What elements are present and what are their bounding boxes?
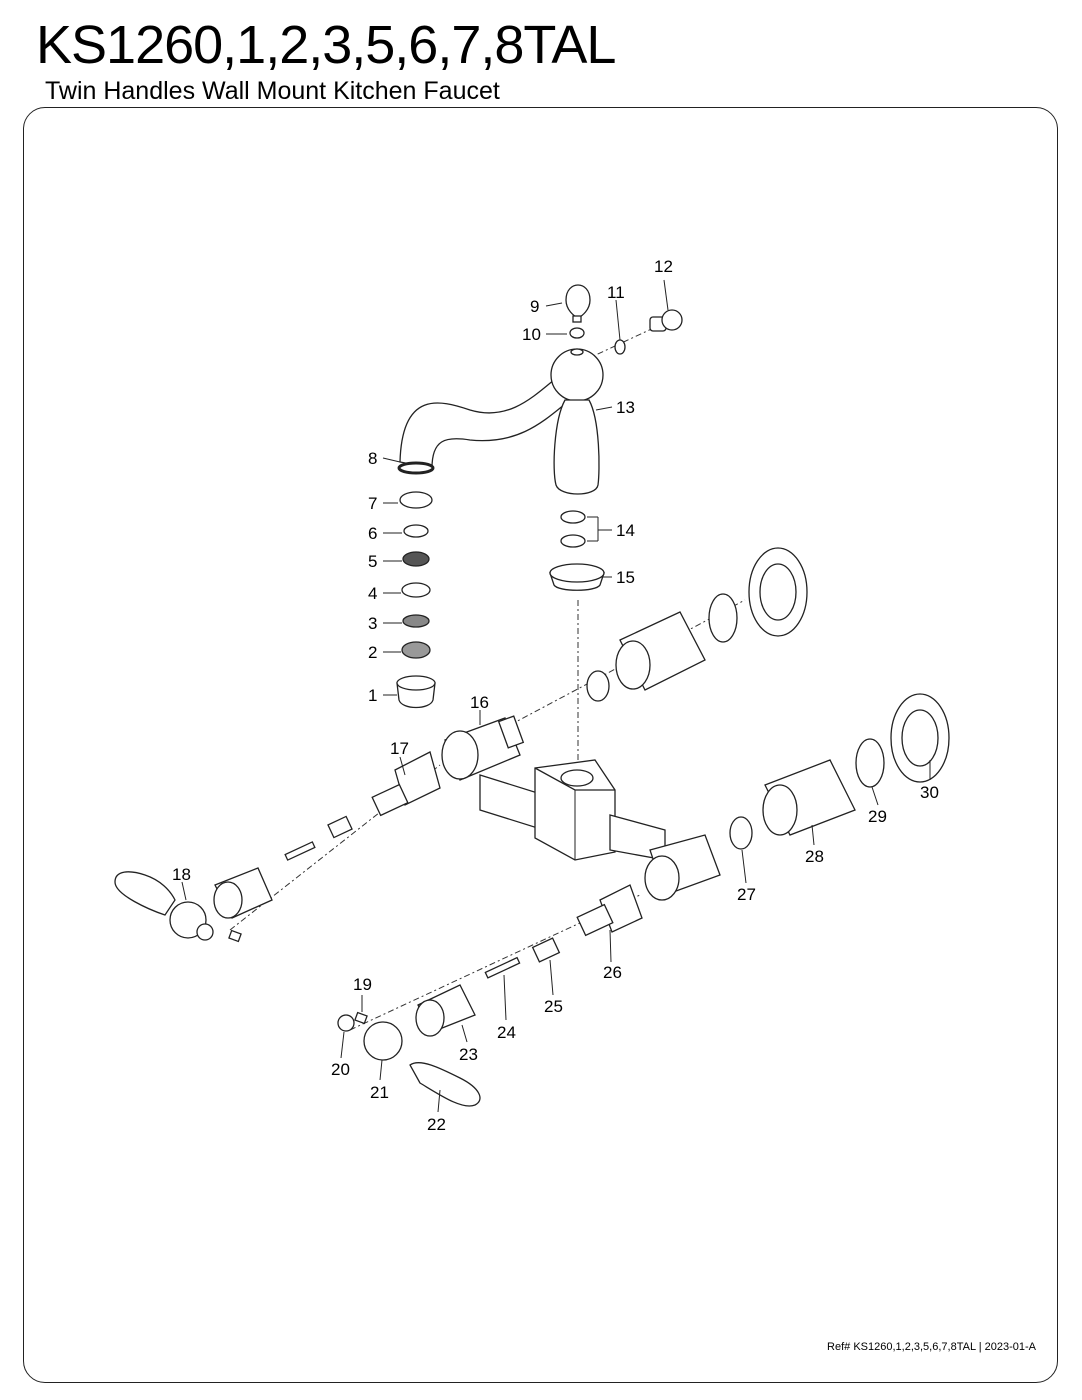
page-subtitle: Twin Handles Wall Mount Kitchen Faucet xyxy=(45,77,500,105)
callout-13: 13 xyxy=(616,398,635,417)
page-title: KS1260,1,2,3,5,6,7,8TAL xyxy=(36,15,616,75)
aerator-screen-5 xyxy=(402,551,430,567)
washer-part-27 xyxy=(729,816,753,850)
callout-2: 2 xyxy=(368,643,377,662)
adapter-part-25 xyxy=(531,937,561,963)
callout-7: 7 xyxy=(368,494,377,513)
callout-16: 16 xyxy=(470,693,489,712)
spout-body-part-13 xyxy=(550,348,604,495)
plug-part-12 xyxy=(649,309,683,332)
callout-26: 26 xyxy=(603,963,622,982)
callout-22: 22 xyxy=(427,1115,446,1134)
reference-number: Ref# KS1260,1,2,3,5,6,7,8TAL | 2023-01-A xyxy=(827,1341,1036,1353)
faucet-body-part-16 xyxy=(441,715,721,901)
callout-21: 21 xyxy=(370,1083,389,1102)
o-ring-part-14b xyxy=(560,534,586,548)
callout-28: 28 xyxy=(805,847,824,866)
callout-19: 19 xyxy=(353,975,372,994)
handle-hub-part-21 xyxy=(363,1021,403,1061)
aerator-disc-6 xyxy=(403,524,429,538)
screw-part-24 xyxy=(484,956,521,979)
right-cartridge-part-26 xyxy=(576,884,643,937)
o-ring-part-10 xyxy=(569,327,585,339)
upper-connector xyxy=(586,547,808,702)
callout-3: 3 xyxy=(368,614,377,633)
callout-27: 27 xyxy=(737,885,756,904)
callout-9: 9 xyxy=(530,297,539,316)
aerator-insert-2 xyxy=(401,641,431,659)
callout-1: 1 xyxy=(368,686,377,705)
callout-labels: 1 2 3 4 5 6 7 8 9 10 11 12 13 14 15 16 1… xyxy=(172,257,939,1134)
callout-14: 14 xyxy=(616,521,635,540)
callout-8: 8 xyxy=(368,449,377,468)
cap-part-9 xyxy=(565,284,591,323)
flange-part-15 xyxy=(549,563,605,591)
set-screw-part-19 xyxy=(354,1011,368,1025)
aerator-ring-7 xyxy=(399,491,433,509)
left-cartridge-part-17 xyxy=(284,751,441,861)
spout-part-8 xyxy=(397,373,571,475)
callout-29: 29 xyxy=(868,807,887,826)
lower-connector xyxy=(729,693,950,850)
callout-4: 4 xyxy=(368,584,377,603)
lever-part-22 xyxy=(409,1062,481,1107)
callout-18: 18 xyxy=(172,865,191,884)
aerator-mesh-3 xyxy=(402,614,430,628)
button-part-20 xyxy=(337,1014,355,1032)
aerator-stack xyxy=(396,491,436,709)
callout-5: 5 xyxy=(368,552,377,571)
callout-17: 17 xyxy=(390,739,409,758)
callout-24: 24 xyxy=(497,1023,516,1042)
washer-part-11 xyxy=(614,339,626,355)
callout-10: 10 xyxy=(522,325,541,344)
diagram-frame xyxy=(23,107,1058,1383)
callout-23: 23 xyxy=(459,1045,478,1064)
callout-25: 25 xyxy=(544,997,563,1016)
o-ring-part-14a xyxy=(560,510,586,524)
callout-6: 6 xyxy=(368,524,377,543)
aerator-ring-4 xyxy=(401,582,431,598)
o-ring-part-29 xyxy=(855,738,885,788)
cap-part-23 xyxy=(415,984,476,1037)
callout-11: 11 xyxy=(607,283,625,302)
left-handle-part-18 xyxy=(114,867,273,943)
callout-30: 30 xyxy=(920,783,939,802)
callout-15: 15 xyxy=(616,568,635,587)
leader-lines xyxy=(181,279,931,1113)
callout-20: 20 xyxy=(331,1060,350,1079)
callout-12: 12 xyxy=(654,257,673,276)
